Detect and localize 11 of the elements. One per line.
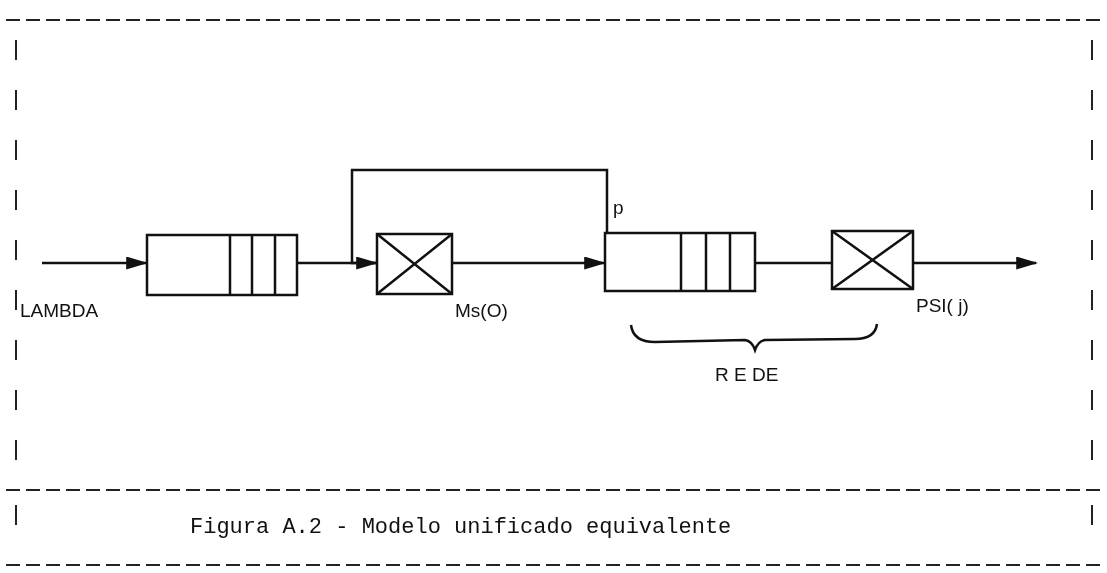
edge-label: LAMBDA (20, 301, 99, 320)
rate-label: Ms(O) (455, 301, 508, 320)
arrow (350, 168, 609, 270)
connector-line (756, 261, 831, 265)
arrow (914, 256, 1038, 270)
arrow (453, 256, 606, 270)
edge-label: p (613, 198, 624, 217)
rate-label: PSI( j) (916, 296, 969, 315)
arrow (42, 256, 148, 270)
figure-caption: Figura A.2 - Modelo unificado equivalente (190, 517, 732, 539)
group-label: R E DE (715, 365, 779, 384)
